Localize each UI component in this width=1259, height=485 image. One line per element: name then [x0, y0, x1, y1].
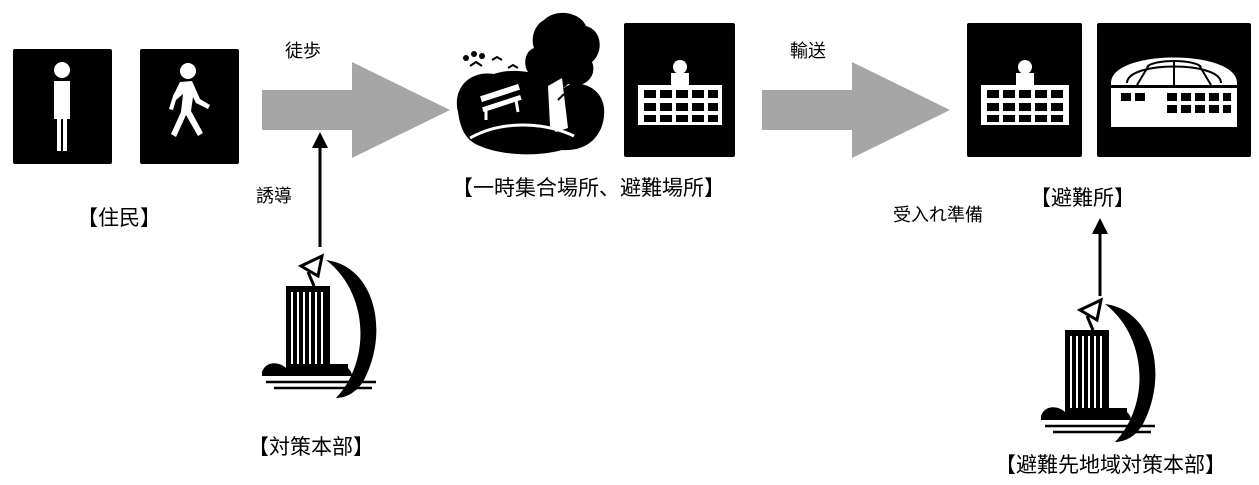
guidance-arrow	[312, 132, 328, 247]
transport-label: 輸送	[790, 41, 826, 62]
walking-person-icon	[140, 49, 239, 164]
support-arrow	[1092, 218, 1108, 296]
residents-label: 【住民】	[77, 206, 161, 230]
guidance-label: 誘導	[256, 186, 292, 207]
assembly-label: 【一時集合場所、避難場所】	[452, 176, 725, 200]
hq-label: 【対策本部】	[248, 435, 374, 459]
gymnasium-icon	[1097, 23, 1251, 157]
city-hall-icon	[1035, 296, 1165, 446]
park-icon	[452, 8, 606, 158]
acceptance-prep-label: 受入れ準備	[893, 205, 983, 226]
walk-label: 徒歩	[285, 41, 321, 62]
school-building-icon	[624, 23, 735, 157]
walk-arrow	[262, 62, 450, 158]
standing-person-icon	[13, 49, 112, 164]
city-hall-icon	[256, 252, 386, 400]
shelter-label: 【避難所】	[1030, 186, 1135, 210]
transport-arrow	[762, 62, 950, 158]
school-building-icon	[967, 23, 1082, 157]
destination-hq-label: 【避難先地域対策本部】	[995, 453, 1226, 477]
